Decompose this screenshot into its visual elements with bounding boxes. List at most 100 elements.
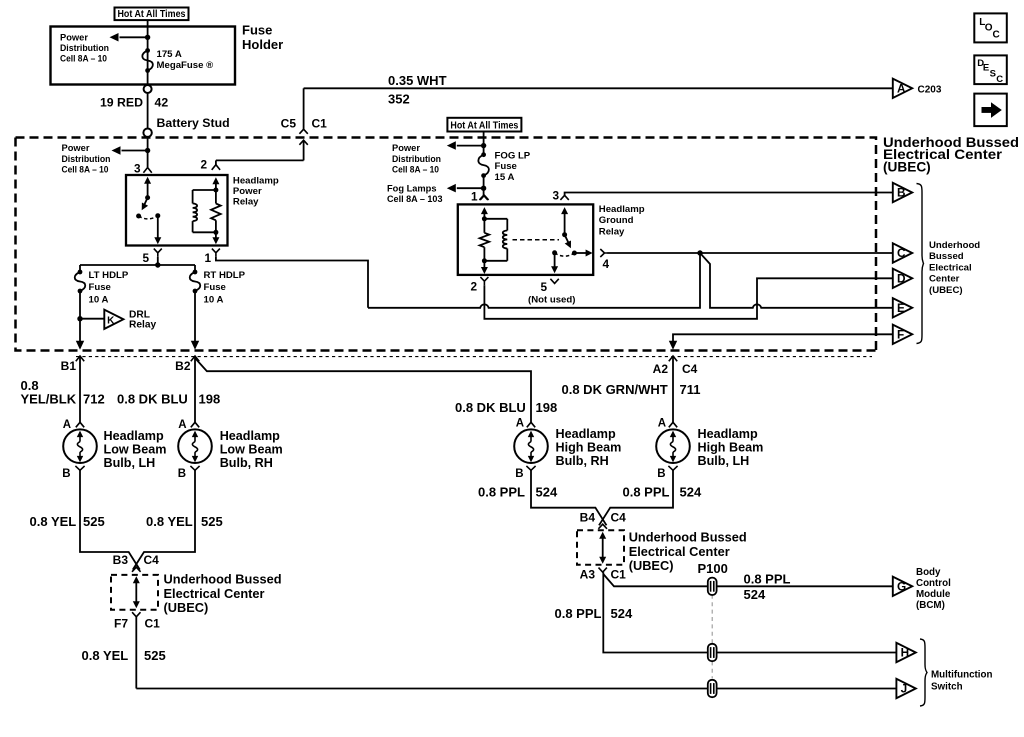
svg-text:C1: C1 (611, 568, 627, 582)
svg-text:10 A: 10 A (89, 294, 109, 305)
svg-text:A: A (897, 82, 906, 96)
svg-text:Hot At All Times: Hot At All Times (118, 9, 186, 20)
svg-text:Battery Stud: Battery Stud (157, 116, 230, 130)
svg-text:198: 198 (536, 400, 558, 415)
svg-text:Control: Control (916, 578, 951, 589)
svg-text:(UBEC): (UBEC) (164, 600, 209, 615)
svg-text:0.8 DK BLU: 0.8 DK BLU (455, 400, 526, 415)
svg-text:E: E (897, 301, 905, 315)
svg-text:5: 5 (142, 251, 149, 265)
svg-text:E: E (983, 63, 989, 74)
svg-text:Relay: Relay (233, 197, 259, 208)
svg-text:A3: A3 (580, 568, 596, 582)
svg-text:B: B (515, 468, 523, 480)
svg-text:(BCM): (BCM) (916, 600, 945, 611)
svg-text:Headlamp: Headlamp (556, 427, 616, 441)
svg-text:Multifunction: Multifunction (931, 669, 992, 680)
svg-text:RT HDLP: RT HDLP (204, 270, 246, 281)
svg-text:Electrical Center: Electrical Center (883, 146, 1003, 162)
svg-text:A: A (516, 418, 524, 430)
svg-text:Fuse: Fuse (89, 282, 111, 293)
svg-text:Fuse: Fuse (204, 282, 226, 293)
svg-text:2: 2 (200, 157, 207, 171)
svg-text:0.8 DK GRN/WHT: 0.8 DK GRN/WHT (562, 382, 668, 397)
svg-text:Low Beam: Low Beam (220, 442, 283, 456)
svg-text:Electrical Center: Electrical Center (164, 586, 265, 601)
svg-text:42: 42 (155, 95, 169, 109)
svg-text:B: B (657, 468, 665, 480)
svg-text:Fuse: Fuse (495, 161, 517, 172)
svg-text:0.35 WHT: 0.35 WHT (388, 73, 447, 88)
svg-text:0.8 YEL: 0.8 YEL (82, 648, 129, 663)
svg-text:524: 524 (680, 484, 702, 499)
svg-text:B: B (897, 186, 906, 200)
svg-text:B1: B1 (61, 359, 77, 373)
svg-text:(Not used): (Not used) (528, 294, 575, 305)
svg-text:Module: Module (916, 589, 951, 600)
svg-text:C5: C5 (281, 116, 297, 130)
svg-text:Power: Power (60, 33, 88, 44)
svg-text:LT HDLP: LT HDLP (89, 270, 129, 281)
svg-text:Hot At All Times: Hot At All Times (450, 120, 518, 131)
svg-text:0.8 PPL: 0.8 PPL (744, 571, 791, 586)
svg-text:0.8: 0.8 (21, 378, 39, 393)
svg-text:MegaFuse ®: MegaFuse ® (157, 60, 214, 71)
svg-text:Electrical: Electrical (929, 262, 972, 273)
svg-text:712: 712 (83, 391, 105, 406)
svg-text:Holder: Holder (242, 37, 283, 52)
svg-text:B2: B2 (175, 359, 191, 373)
svg-text:Headlamp: Headlamp (698, 427, 758, 441)
svg-text:C203: C203 (918, 85, 942, 96)
svg-text:Headlamp: Headlamp (104, 429, 164, 443)
svg-text:A: A (178, 419, 186, 431)
svg-text:A2: A2 (653, 362, 669, 376)
svg-text:A: A (658, 418, 666, 430)
svg-text:4: 4 (603, 257, 610, 271)
svg-text:0.8 YEL: 0.8 YEL (30, 514, 77, 529)
svg-text:0.8 YEL: 0.8 YEL (146, 514, 193, 529)
svg-text:Underhood: Underhood (929, 240, 980, 251)
svg-text:Relay: Relay (599, 227, 625, 238)
svg-text:5: 5 (540, 280, 547, 294)
svg-text:Ground: Ground (599, 215, 634, 226)
svg-text:L: L (979, 17, 985, 28)
svg-text:3: 3 (552, 189, 559, 203)
svg-text:0.8 PPL: 0.8 PPL (555, 606, 602, 621)
svg-text:Fuse: Fuse (242, 23, 272, 38)
svg-text:524: 524 (611, 606, 633, 621)
svg-text:Headlamp: Headlamp (599, 204, 645, 215)
svg-text:Bulb, RH: Bulb, RH (556, 454, 609, 468)
svg-text:C4: C4 (611, 511, 627, 525)
svg-text:C: C (993, 29, 1000, 40)
svg-text:C1: C1 (312, 116, 328, 130)
svg-text:Distribution: Distribution (62, 154, 111, 165)
svg-text:S: S (990, 68, 996, 79)
svg-text:D: D (897, 272, 906, 286)
svg-text:1: 1 (471, 190, 478, 204)
svg-text:Underhood Bussed: Underhood Bussed (629, 530, 747, 545)
svg-text:C1: C1 (145, 616, 161, 630)
svg-text:Power: Power (62, 143, 90, 154)
svg-text:Low Beam: Low Beam (104, 442, 167, 456)
svg-text:YEL/BLK: YEL/BLK (21, 391, 77, 406)
svg-text:Headlamp: Headlamp (220, 429, 280, 443)
svg-text:Cell 8A – 103: Cell 8A – 103 (387, 194, 443, 205)
svg-text:Cell 8A – 10: Cell 8A – 10 (60, 54, 107, 65)
svg-text:F7: F7 (114, 616, 128, 630)
svg-text:C: C (897, 246, 906, 260)
svg-text:Distribution: Distribution (392, 154, 441, 165)
svg-text:525: 525 (201, 514, 223, 529)
svg-text:B4: B4 (580, 511, 596, 525)
svg-text:H: H (901, 646, 910, 660)
svg-text:Underhood Bussed: Underhood Bussed (164, 572, 282, 587)
svg-text:Switch: Switch (931, 682, 963, 693)
svg-text:J: J (901, 682, 908, 696)
svg-text:B: B (178, 468, 186, 480)
svg-text:F: F (897, 328, 904, 342)
svg-text:Bussed: Bussed (929, 251, 964, 262)
svg-text:0.8 PPL: 0.8 PPL (623, 484, 670, 499)
svg-text:High Beam: High Beam (698, 440, 764, 454)
svg-text:198: 198 (199, 391, 221, 406)
svg-text:352: 352 (388, 91, 410, 106)
svg-text:Headlamp: Headlamp (233, 176, 279, 187)
